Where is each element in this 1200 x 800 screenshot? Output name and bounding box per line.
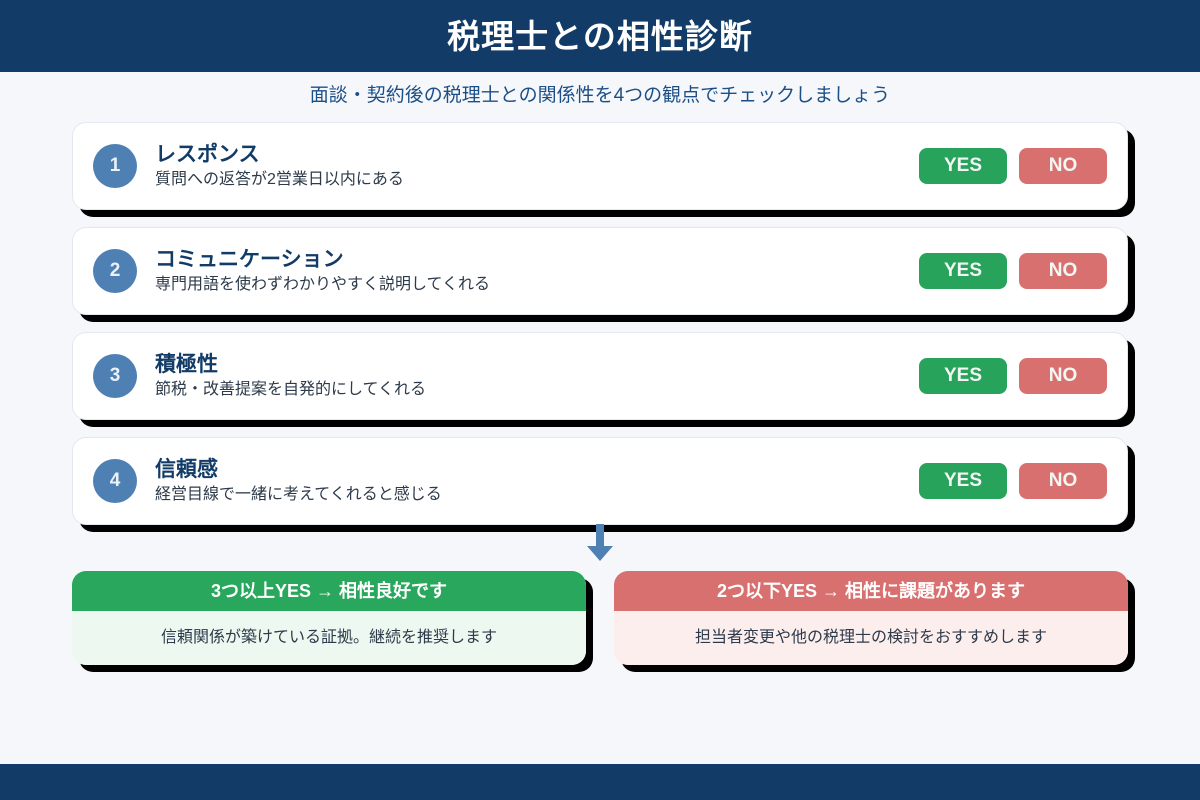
item-description: 節税・改善提案を自発的にしてくれる <box>155 380 427 398</box>
item-description: 経営目線で一緒に考えてくれると感じる <box>155 485 442 503</box>
item-number-badge: 2 <box>93 249 137 293</box>
item-answer-buttons: YES NO <box>919 253 1107 289</box>
item-description: 質問への返答が2営業日以内にある <box>155 170 404 188</box>
result-box-bad: 2つ以下YES → 相性に課題があります 担当者変更や他の税理士の検討をおすすめ… <box>614 571 1128 665</box>
item-text-group: 積極性 節税・改善提案を自発的にしてくれる <box>155 353 919 399</box>
yes-button[interactable]: YES <box>919 148 1007 184</box>
no-button[interactable]: NO <box>1019 463 1107 499</box>
item-title: 積極性 <box>155 352 218 376</box>
item-text-group: コミュニケーション 専門用語を使わずわかりやすく説明してくれる <box>155 248 919 294</box>
checklist-item-2[interactable]: 2 コミュニケーション 専門用語を使わずわかりやすく説明してくれる YES NO <box>72 227 1128 315</box>
checklist: 1 レスポンス 質問への返答が2営業日以内にある YES NO 2 コミュニケー… <box>72 122 1128 542</box>
results-row: 3つ以上YES → 相性良好です 信頼関係が築けている証拠。継続を推奨します 2… <box>72 571 1128 665</box>
page-title: 税理士との相性診断 <box>447 17 753 55</box>
item-answer-buttons: YES NO <box>919 358 1107 394</box>
yes-button[interactable]: YES <box>919 358 1007 394</box>
item-number-badge: 3 <box>93 354 137 398</box>
item-answer-buttons: YES NO <box>919 463 1107 499</box>
item-number-badge: 4 <box>93 459 137 503</box>
item-answer-buttons: YES NO <box>919 148 1107 184</box>
item-title: 信頼感 <box>155 457 218 481</box>
no-button[interactable]: NO <box>1019 253 1107 289</box>
checklist-item-1[interactable]: 1 レスポンス 質問への返答が2営業日以内にある YES NO <box>72 122 1128 210</box>
item-description: 専門用語を使わずわかりやすく説明してくれる <box>155 275 491 293</box>
checklist-item-3[interactable]: 3 積極性 節税・改善提案を自発的にしてくれる YES NO <box>72 332 1128 420</box>
no-button[interactable]: NO <box>1019 358 1107 394</box>
yes-button[interactable]: YES <box>919 463 1007 499</box>
result-good-headline: 3つ以上YES → 相性良好です <box>72 571 586 611</box>
no-button[interactable]: NO <box>1019 148 1107 184</box>
down-arrow-icon <box>585 524 615 562</box>
result-good-detail: 信頼関係が築けている証拠。継続を推奨します <box>72 611 586 665</box>
yes-button[interactable]: YES <box>919 253 1007 289</box>
page-subtitle: 面談・契約後の税理士との関係性を4つの観点でチェックしましょう <box>309 85 891 106</box>
page-footer <box>0 764 1200 800</box>
checklist-item-4[interactable]: 4 信頼感 経営目線で一緒に考えてくれると感じる YES NO <box>72 437 1128 525</box>
item-title: コミュニケーション <box>155 247 344 271</box>
item-text-group: 信頼感 経営目線で一緒に考えてくれると感じる <box>155 458 919 504</box>
result-box-good: 3つ以上YES → 相性良好です 信頼関係が築けている証拠。継続を推奨します <box>72 571 586 665</box>
result-bad-headline: 2つ以下YES → 相性に課題があります <box>614 571 1128 611</box>
item-title: レスポンス <box>155 142 260 166</box>
result-bad-detail: 担当者変更や他の税理士の検討をおすすめします <box>614 611 1128 665</box>
page-header: 税理士との相性診断 <box>0 0 1200 72</box>
item-number-badge: 1 <box>93 144 137 188</box>
item-text-group: レスポンス 質問への返答が2営業日以内にある <box>155 143 919 189</box>
